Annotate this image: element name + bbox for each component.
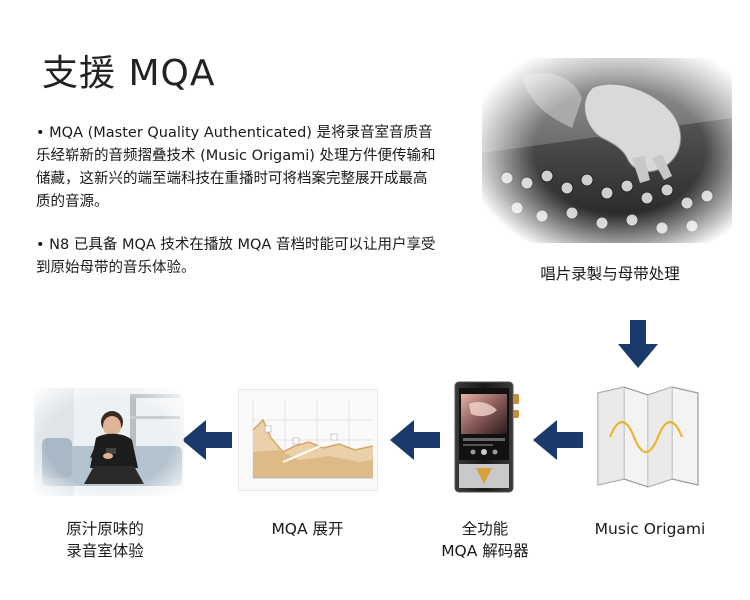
arrow-down-icon [618, 320, 658, 370]
arrow-left-icon [533, 420, 583, 460]
bullet-mqa-intro: • MQA (Master Quality Authenticated) 是将录… [36, 122, 436, 214]
caption-unfold: MQA 展开 [240, 518, 375, 540]
arrow-left-icon [390, 420, 440, 460]
music-origami-icon [596, 385, 700, 490]
bullet-n8-support: • N8 已具备 MQA 技术在播放 MQA 音档时能可以让用户享受到原始母带的… [36, 234, 436, 280]
n8-player-image [451, 380, 521, 495]
caption-decoder: 全功能 MQA 解码器 [420, 518, 550, 562]
listener-image [34, 388, 184, 496]
mqa-unfold-graph [238, 389, 378, 491]
arrow-left-icon [182, 420, 232, 460]
caption-listener-line2: 录音室体验 [40, 540, 170, 562]
caption-origami: Music Origami [580, 518, 720, 540]
caption-listener-line1: 原汁原味的 [40, 518, 170, 540]
caption-studio: 唱片录製与母带处理 [520, 263, 700, 285]
caption-listener: 原汁原味的 录音室体验 [40, 518, 170, 562]
caption-decoder-line1: 全功能 [420, 518, 550, 540]
studio-mixing-image [482, 58, 732, 243]
description: • MQA (Master Quality Authenticated) 是将录… [36, 122, 436, 300]
page-title: 支援 MQA [42, 44, 215, 96]
caption-decoder-line2: MQA 解码器 [420, 540, 550, 562]
